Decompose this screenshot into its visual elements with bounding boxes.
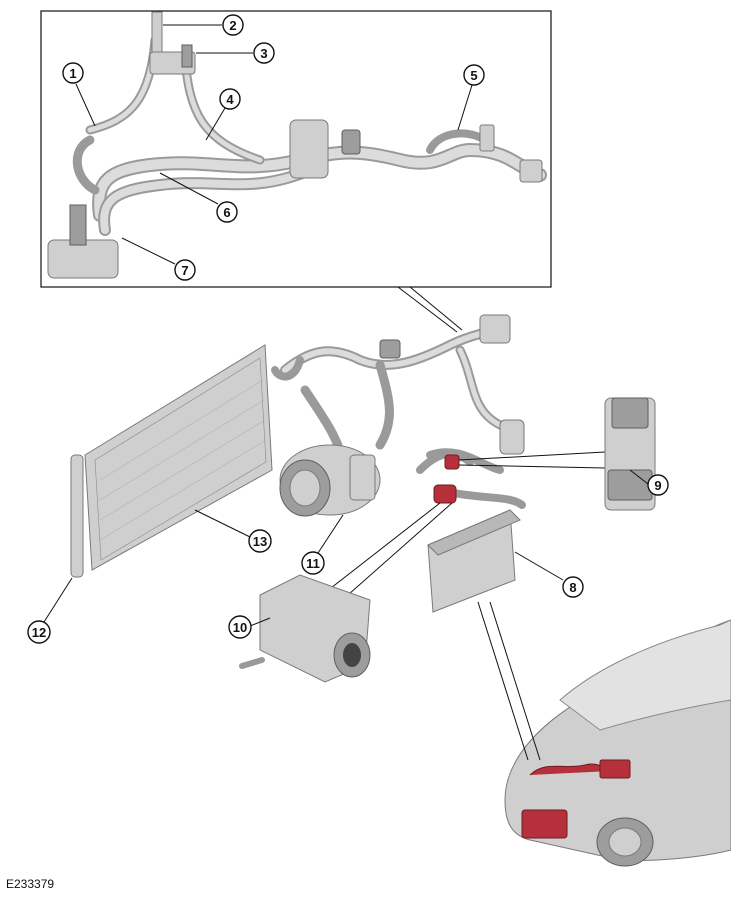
figure-id: E233379 — [6, 877, 55, 891]
callout-5: 5 — [457, 64, 485, 131]
callout-11: 11 — [301, 514, 344, 575]
callout-13: 13 — [194, 509, 272, 553]
callout-label-10: 10 — [233, 620, 247, 635]
inset-fittings — [47, 11, 543, 279]
vehicle-locator — [477, 601, 731, 867]
callout-8: 8 — [514, 551, 584, 598]
callout-label-12: 12 — [32, 625, 46, 640]
receiver-drier-12 — [70, 454, 84, 578]
callout-label-11: 11 — [306, 556, 320, 571]
compressor-11 — [279, 444, 381, 517]
callout-label-2: 2 — [229, 18, 236, 33]
callout-label-6: 6 — [223, 205, 230, 220]
callout-7: 7 — [121, 237, 196, 281]
callout-label-9: 9 — [654, 478, 661, 493]
callout-12: 12 — [27, 577, 73, 644]
condenser-13 — [84, 344, 273, 571]
callout-1: 1 — [62, 62, 96, 127]
callout-2: 2 — [163, 14, 244, 36]
callout-label-5: 5 — [470, 68, 477, 83]
callout-label-13: 13 — [253, 534, 267, 549]
callout-10: 10 — [228, 615, 271, 639]
evaporator-8 — [427, 499, 521, 613]
main-fittings — [379, 314, 525, 455]
callout-4: 4 — [205, 88, 241, 141]
callout-label-1: 1 — [69, 66, 76, 81]
callout-label-3: 3 — [260, 46, 267, 61]
callout-9: 9 — [629, 469, 669, 496]
callout-label-7: 7 — [181, 263, 188, 278]
callout-3: 3 — [196, 42, 275, 64]
callout-label-8: 8 — [569, 580, 576, 595]
expansion-valve-10 — [239, 484, 457, 683]
callout-6: 6 — [159, 172, 238, 223]
inset-pointer-line-b — [409, 286, 463, 331]
callout-label-4: 4 — [226, 92, 234, 107]
inset-pointer-line-a — [397, 286, 458, 333]
pressure-sensor-9 — [444, 397, 656, 511]
